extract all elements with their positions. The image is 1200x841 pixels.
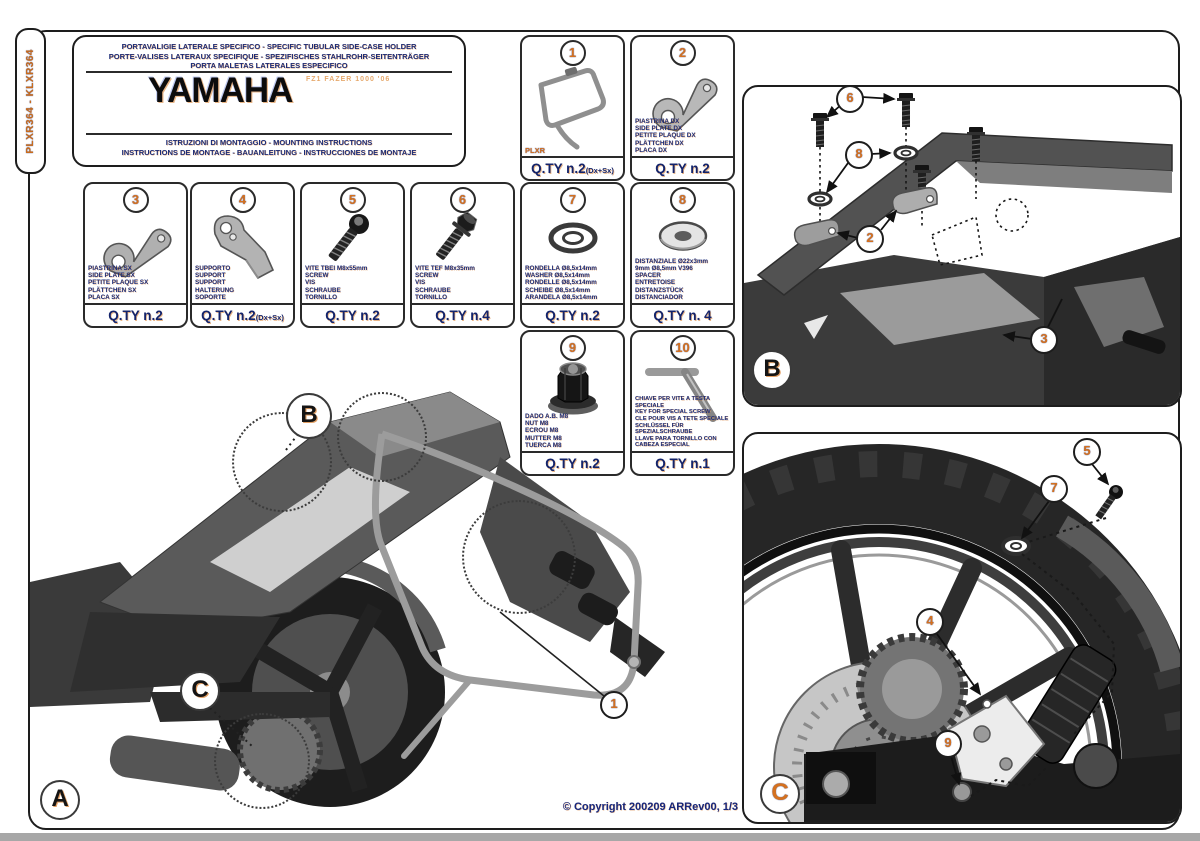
callout-4: 4 (916, 608, 944, 636)
part-label: VITE TEF M8x35mm SCREW VIS SCHRAUBE TORN… (415, 264, 475, 301)
region-label-c: C (180, 671, 220, 711)
part-qty: Q.TY n.2(Dx+Sx) (522, 156, 623, 179)
region-label-b: B (286, 393, 332, 439)
part-qty: Q.TY n. 4 (632, 303, 733, 326)
detail-zone-right (462, 500, 576, 614)
side-plate-glyphs (793, 186, 938, 247)
part-qty: Q.TY n.1 (632, 451, 733, 474)
panel-b-label: B (752, 350, 792, 390)
spacer-icon (658, 221, 707, 251)
button-head-screw-icon (328, 214, 369, 261)
part-qty: Q.TY n.2 (85, 303, 186, 326)
part-number-badge: 4 (229, 187, 256, 213)
header-rule-bottom (86, 133, 452, 135)
side-plate-dx-icon (651, 78, 718, 132)
part-box-7: 7 RONDELLA Ø8,5x14mm WASHER Ø8,5x14mm RO… (520, 182, 625, 328)
part-number-badge: 8 (669, 187, 696, 213)
part-label: RONDELLA Ø8,5x14mm WASHER Ø8,5x14mm ROND… (525, 264, 598, 301)
part-box-6: 6 VITE TEF M8x35mm SCREW VIS SCHRAUBE TO… (410, 182, 515, 328)
part-label: VITE TBEI M8x55mm SCREW VIS SCHRAUBE TOR… (305, 264, 368, 301)
allen-key-icon (644, 368, 717, 422)
part-label: SUPPORTO SUPPORT SUPPORT HALTERUNG SOPOR… (195, 264, 235, 301)
part-number-badge: 2 (669, 40, 696, 66)
part-label: CHIAVE PER VITE A TESTA SPECIALE KEY FOR… (635, 396, 729, 449)
part-number-badge: 6 (449, 187, 476, 213)
part-number-badge: 7 (559, 187, 586, 213)
part-box-4: 4 SUPPORTO SUPPORT SUPPORT HALTERUNG SOP… (190, 182, 295, 328)
mounting-instructions-multilang: ISTRUZIONI DI MONTAGGIO - MOUNTING INSTR… (121, 138, 417, 157)
part-box-8: 8 DISTANZIALE Ø22x3mm 9mm Ø8,5mm V396 SP… (630, 182, 735, 328)
flange-nut-icon (547, 362, 598, 415)
side-plate-sx-icon (102, 228, 172, 278)
header-rule-top (86, 71, 452, 73)
support-bracket-icon (213, 215, 274, 280)
part-number-badge: 10 (669, 335, 696, 361)
part-label: PIASTRINA DX SIDE PLATE DX PETITE PLAQUE… (635, 117, 696, 154)
callout-6: 6 (836, 85, 864, 113)
part-box-5: 5 VITE TBEI M8x55mm SCREW VIS SCHRAUBE T… (300, 182, 405, 328)
part-number-badge: 1 (559, 40, 586, 66)
detail-zone-b1 (232, 412, 332, 512)
part-number-badge: 3 (122, 187, 149, 213)
copyright-text: © Copyright 200209 ARRev00, 1/3 (562, 801, 738, 813)
panel-a-label: A (40, 780, 80, 820)
callout-8: 8 (845, 141, 873, 169)
hex-flange-screw-icon (435, 211, 477, 260)
product-code-tab: PLXR364 - KLXR364 (15, 28, 46, 174)
callout-2: 2 (856, 225, 884, 253)
part-qty: Q.TY n.2 (632, 156, 733, 179)
part-qty: Q.TY n.2 (522, 303, 623, 326)
part-box-9: 9 DADO A.B. M8 NUT M8 ECROU M8 MUTTER M8… (520, 330, 625, 476)
washer-icon (548, 222, 597, 254)
detail-zone-c (214, 713, 310, 809)
header-box: PORTAVALIGIE LATERALE SPECIFICO - SPECIF… (72, 35, 466, 167)
part-box-1: 1 PLXR Q.TY n.2(Dx+Sx) (520, 35, 625, 181)
part-qty: Q.TY n.4 (412, 303, 513, 326)
detail-panel-b (742, 85, 1182, 407)
part-box-3: 3 PIASTRINA SX SIDE PLATE SX PETITE PLAQ… (83, 182, 188, 328)
panel-c-label: C (760, 774, 800, 814)
part-number-badge: 5 (339, 187, 366, 213)
tubular-frame-icon (538, 66, 606, 150)
part-qty: Q.TY n.2 (522, 451, 623, 474)
grab-rail-detail-illustration (744, 92, 1180, 405)
callout-9: 9 (934, 730, 962, 758)
product-code: PLXR364 - KLXR364 (25, 48, 36, 154)
part-qty: Q.TY n.2(Dx+Sx) (192, 303, 293, 326)
part-box-10: 10 CHIAVE PER VITE A TESTA SPECIALE KEY … (630, 330, 735, 476)
part-label: PIASTRINA SX SIDE PLATE SX PETITE PLAQUE… (88, 264, 149, 301)
header-title-multilang: PORTAVALIGIE LATERALE SPECIFICO - SPECIF… (108, 42, 430, 70)
washer-glyphs (807, 145, 919, 207)
detail-zone-b2 (337, 392, 427, 482)
screw-glyphs (811, 93, 985, 199)
callout-3: 3 (1030, 326, 1058, 354)
part-number-badge: 9 (559, 335, 586, 361)
brand-title: YAMAHA (148, 71, 293, 110)
part-label: PLXR (525, 145, 546, 155)
model-text: FZ1 FAZER 1000 '06 (306, 76, 391, 83)
rear-wheel-detail-illustration (744, 444, 1180, 822)
part-box-2: 2 PIASTRINA DX SIDE PLATE DX PETITE PLAQ… (630, 35, 735, 181)
part-label: DADO A.B. M8 NUT M8 ECROU M8 MUTTER M8 T… (525, 412, 569, 449)
detail-panel-c (742, 432, 1182, 824)
scan-edge (0, 833, 1200, 841)
part-label: DISTANZIALE Ø22x3mm 9mm Ø8,5mm V396 SPAC… (635, 257, 709, 301)
callout-1: 1 (600, 691, 628, 719)
part-qty: Q.TY n.2 (302, 303, 403, 326)
callout-7: 7 (1040, 475, 1068, 503)
callout-5: 5 (1073, 438, 1101, 466)
